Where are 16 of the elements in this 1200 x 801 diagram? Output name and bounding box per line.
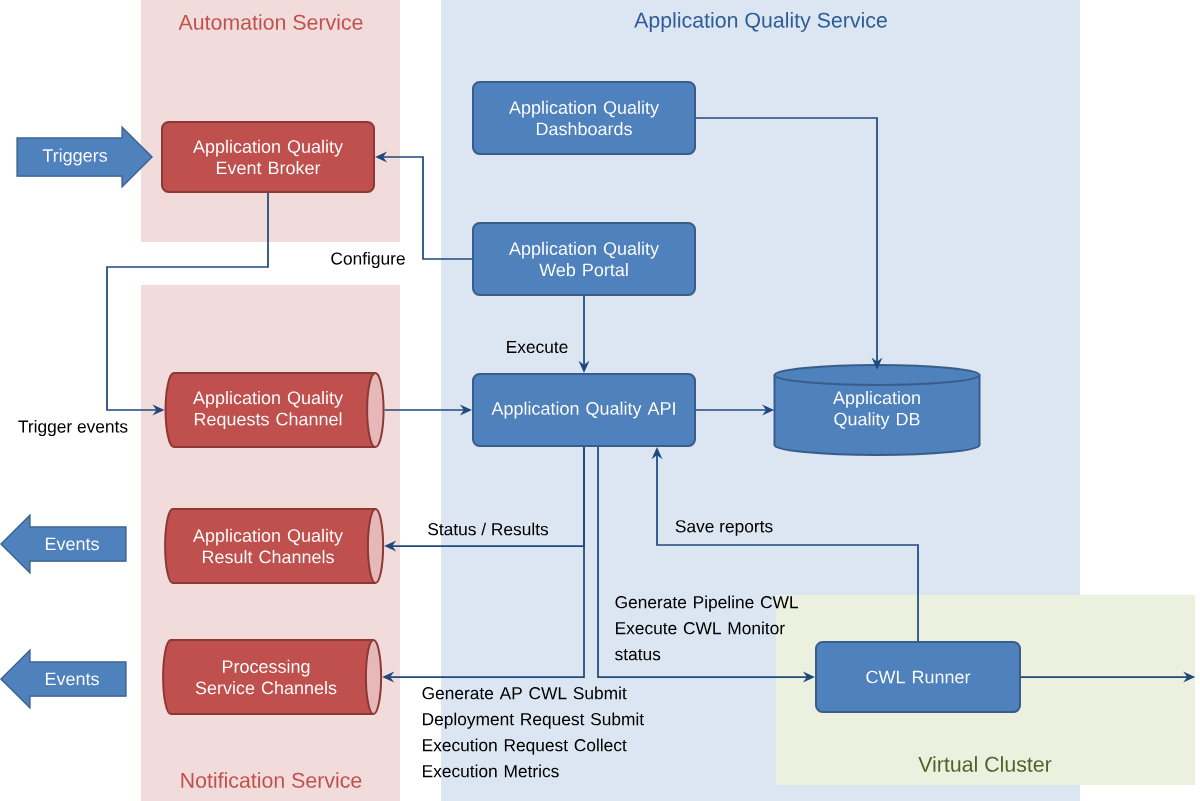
- edge-label: Save reports: [675, 520, 773, 536]
- edge-label: Execute: [507, 340, 568, 354]
- edge-label: Generate AP CWL Submit Deployment Request Submit Execution Request Collect Execution Metrics: [422, 686, 644, 778]
- database-cylinder: Application Quality DB: [773, 364, 981, 456]
- process-box: Application Quality Event Broker: [161, 121, 375, 193]
- edge-label: Configure: [329, 250, 407, 270]
- process-box: Application Quality Web Portal: [472, 222, 696, 296]
- edge-label: Generate Pipeline CWL Execute CWL Monitor status: [615, 595, 798, 661]
- process-box: Application Quality Dashboards: [472, 81, 696, 155]
- channel-cylinder: Processing Service Channels: [162, 639, 383, 715]
- process-box: CWL Runner: [815, 641, 1021, 713]
- edge-label: Trigger events: [16, 418, 130, 438]
- process-box: Application Quality API: [472, 373, 696, 447]
- channel-cylinder: Application Quality Result Channels: [164, 508, 385, 584]
- edge-label: Status / Results: [428, 522, 549, 536]
- channel-cylinder: Application Quality Requests Channel: [164, 372, 385, 448]
